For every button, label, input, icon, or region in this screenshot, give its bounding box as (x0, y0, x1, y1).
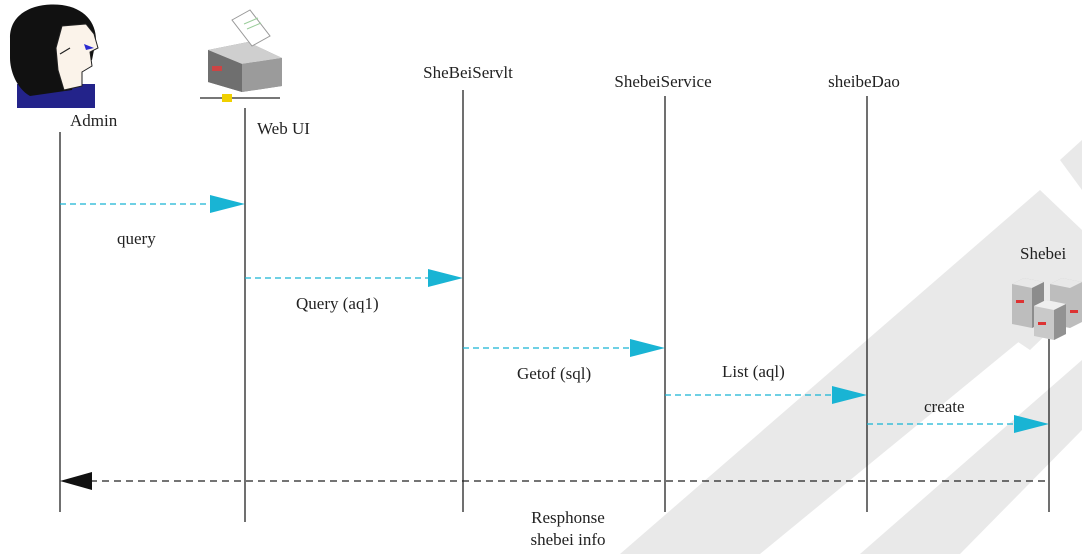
arrowhead-icon (832, 386, 867, 404)
arrowhead-icon (60, 472, 92, 490)
message-label-query-aq1: Query (aq1) (296, 294, 379, 313)
message-query (60, 195, 245, 213)
arrowhead-icon (630, 339, 665, 357)
message-create (867, 415, 1049, 433)
participant-dao-label: sheibeDao (828, 72, 900, 91)
message-label-list: List (aql) (722, 362, 785, 381)
message-query-aq1 (245, 269, 463, 287)
message-label-response-line2: shebei info (530, 530, 606, 549)
message-list (665, 386, 867, 404)
printer-terminal-icon (200, 9, 282, 102)
message-label-response-line1: Resphonse (531, 508, 605, 527)
participant-webui-label: Web UI (257, 119, 310, 138)
participant-service-label: ShebeiService (614, 72, 712, 91)
arrowhead-icon (210, 195, 245, 213)
arrowhead-icon (428, 269, 463, 287)
message-label-getof: Getof (sql) (517, 364, 592, 383)
message-label-create: create (924, 397, 965, 416)
message-response (60, 472, 1049, 490)
participant-admin-label: Admin (70, 111, 118, 130)
admin-person-icon (10, 4, 99, 108)
arrowhead-icon (1014, 415, 1049, 433)
server-cluster-icon (1012, 278, 1082, 340)
participant-shebei-label: Shebei (1020, 244, 1067, 263)
message-getof (463, 339, 665, 357)
participant-servlet-label: SheBeiServlt (423, 63, 513, 82)
message-label-query: query (117, 229, 156, 248)
watermark (620, 140, 1082, 554)
